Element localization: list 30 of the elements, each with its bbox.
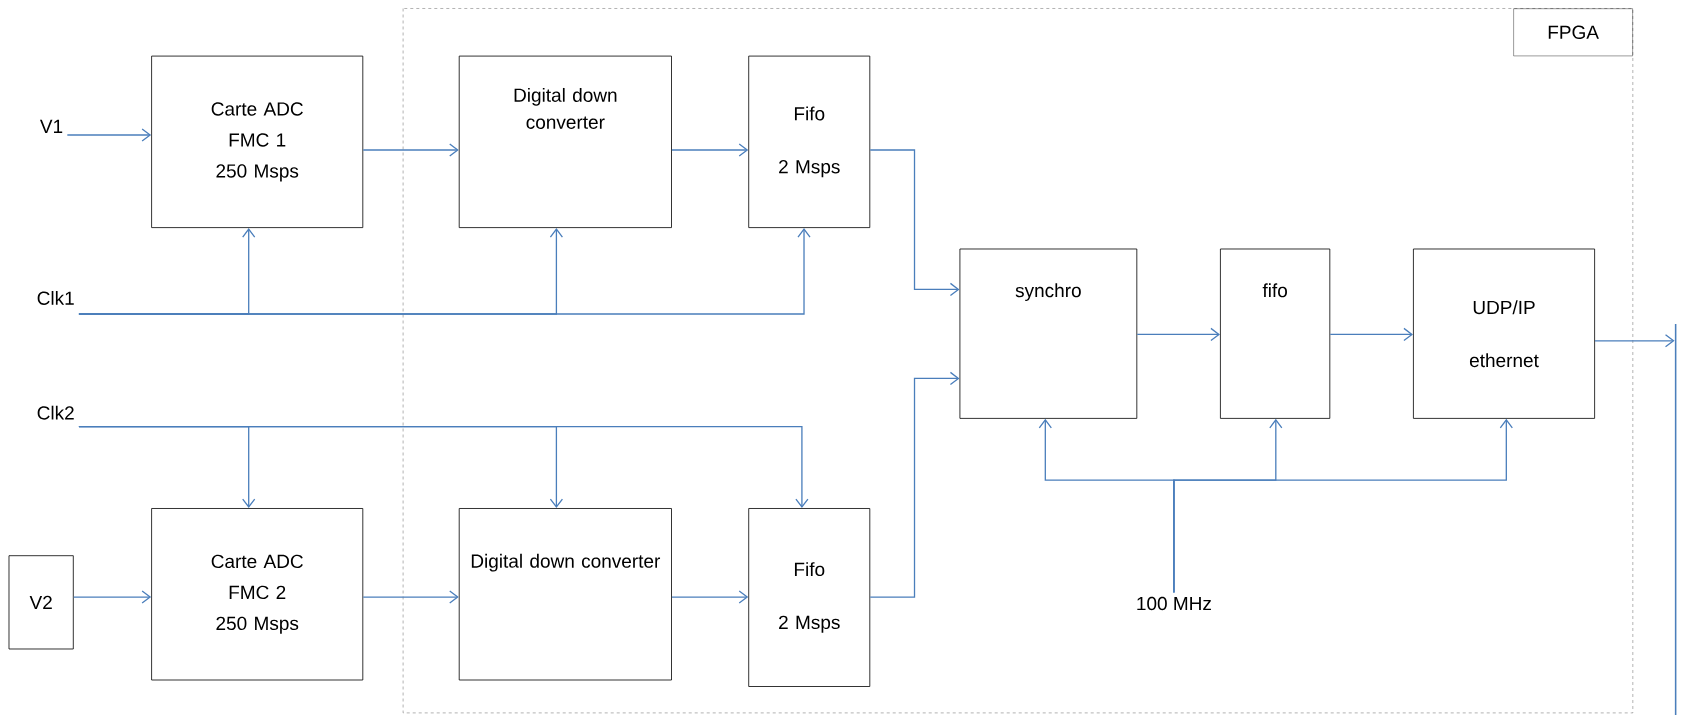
arrow — [869, 371, 960, 598]
process-box: Digital down converter — [458, 55, 672, 228]
process-box: UDP/IP ethernet — [1413, 248, 1595, 419]
signal-label: V1 — [39, 119, 63, 133]
process-box: Fifo 2 Msps — [748, 508, 871, 687]
arrow — [1329, 327, 1413, 342]
process-box: Carte ADC FMC 2 250 Msps — [151, 508, 364, 681]
signal-label: Clk2 — [37, 405, 74, 420]
arrow — [869, 149, 960, 297]
process-box: synchro — [959, 248, 1138, 419]
arrow — [78, 425, 809, 509]
arrow — [362, 143, 459, 157]
arrow — [78, 228, 811, 315]
arrow — [1136, 327, 1220, 342]
arrow — [671, 590, 749, 604]
arrow — [671, 143, 749, 157]
arrow — [73, 590, 152, 604]
arrow — [362, 590, 459, 604]
vertical-bus-line — [1674, 323, 1677, 715]
signal-label: 100 MHz — [1137, 596, 1211, 611]
signal-label: Clk1 — [37, 291, 74, 305]
process-box: Fifo 2 Msps — [748, 55, 871, 228]
process-box: Carte ADC FMC 1 250 Msps — [151, 55, 364, 228]
region-label: FPGA — [1513, 8, 1633, 57]
arrow — [1173, 418, 1513, 594]
process-box: fifo — [1220, 248, 1331, 419]
arrow — [66, 128, 152, 142]
input-box: V2 — [8, 555, 74, 650]
process-box: Digital down converter — [458, 508, 672, 681]
arrow — [1594, 334, 1675, 348]
